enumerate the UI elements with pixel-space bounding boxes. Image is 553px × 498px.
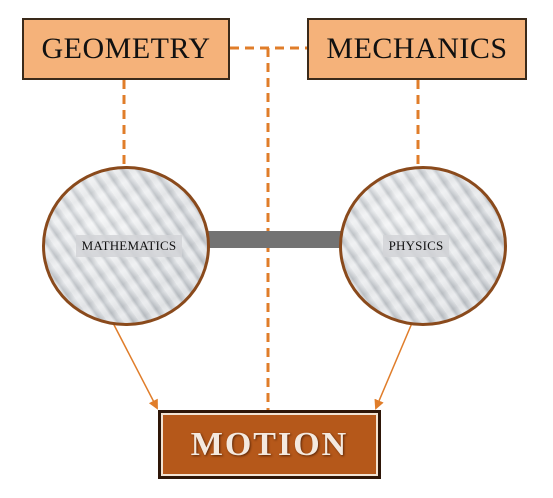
mathematics-physics-link-bar xyxy=(207,231,343,248)
motion-node: MOTION xyxy=(158,410,381,479)
arrow-physics-motion xyxy=(374,322,413,410)
physics-label: PHYSICS xyxy=(382,235,450,257)
mechanics-label: MECHANICS xyxy=(326,32,508,65)
physics-node: PHYSICS xyxy=(339,166,507,326)
arrow-mathematics-motion xyxy=(111,320,158,410)
mathematics-node: MATHEMATICS xyxy=(42,166,210,326)
geometry-node: GEOMETRY xyxy=(22,18,230,80)
geometry-label: GEOMETRY xyxy=(41,32,211,65)
mathematics-label: MATHEMATICS xyxy=(75,235,183,257)
mechanics-node: MECHANICS xyxy=(307,18,527,80)
motion-node-inner: MOTION xyxy=(161,413,378,476)
motion-label: MOTION xyxy=(190,425,349,463)
